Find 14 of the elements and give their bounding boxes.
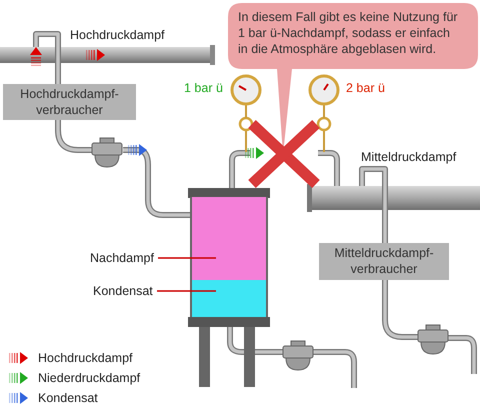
legend-label: Hochdruckdampf bbox=[38, 350, 132, 366]
pipe-label: Hochdruckdampf bbox=[70, 27, 164, 43]
legend-label: Kondensat bbox=[38, 390, 98, 406]
pressure-label: 2 bar ü bbox=[346, 80, 385, 96]
legend-label: Niederdruckdampf bbox=[38, 370, 140, 386]
leader-line bbox=[158, 257, 216, 259]
leader-line bbox=[157, 290, 216, 292]
consumer-box: Mitteldruckdampf-verbraucher bbox=[319, 243, 449, 280]
pressure-label: 1 bar ü bbox=[184, 80, 223, 96]
part-label: Kondensat bbox=[93, 283, 153, 299]
consumer-box: Hochdruckdampf-verbraucher bbox=[3, 84, 136, 120]
steam-region bbox=[192, 197, 266, 280]
part-label: Nachdampf bbox=[90, 250, 154, 266]
condensate-region bbox=[192, 280, 266, 317]
